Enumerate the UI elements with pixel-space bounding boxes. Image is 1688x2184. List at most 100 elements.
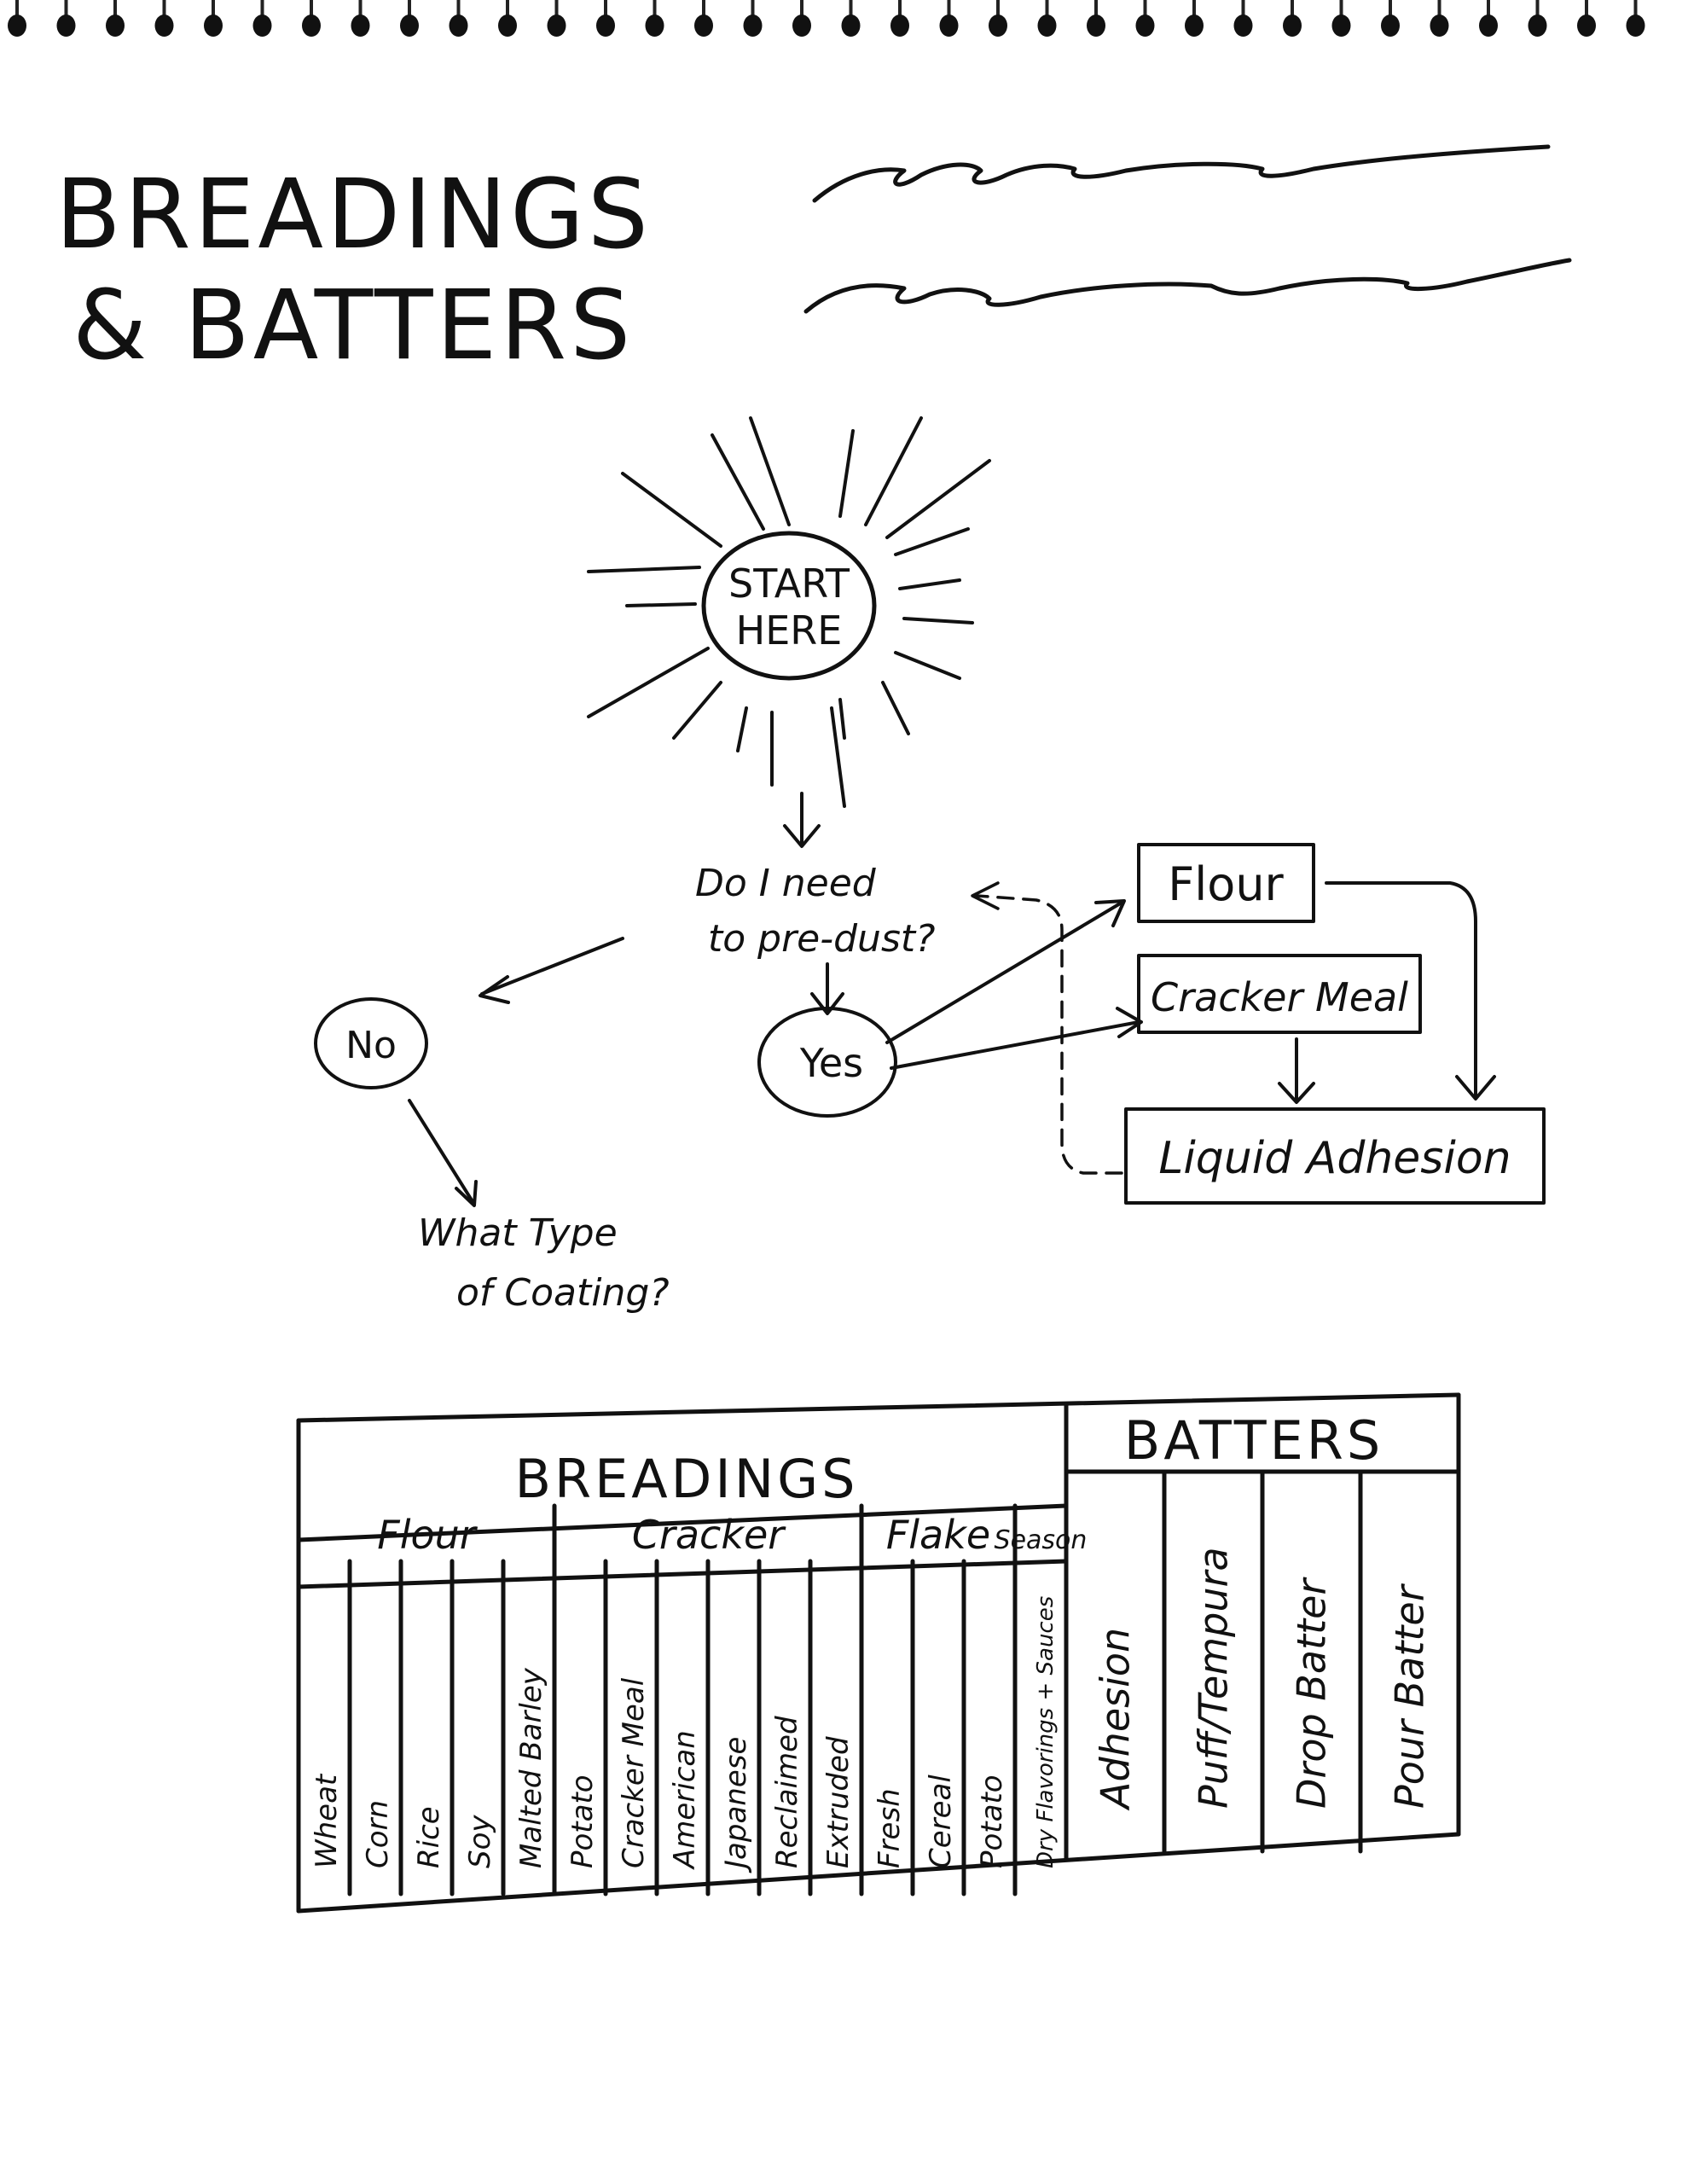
- spiral-wire: [113, 0, 117, 15]
- spiral-wire: [1291, 0, 1294, 15]
- spiral-wire: [358, 0, 363, 15]
- spiral-hole: [1479, 15, 1498, 37]
- spiral-wire: [1241, 0, 1245, 15]
- spiral-wire: [212, 0, 215, 15]
- spiral-wire: [1094, 0, 1098, 15]
- spiral-wire: [1339, 0, 1343, 15]
- column-label-potato: Potato: [975, 1774, 1009, 1868]
- spiral-hole: [1528, 15, 1547, 37]
- no-text: No: [345, 1024, 397, 1067]
- spiral-hole: [1087, 15, 1105, 37]
- spiral-hole: [596, 15, 615, 37]
- spiral-hole: [1283, 15, 1302, 37]
- spiral-wire: [947, 0, 951, 15]
- spiral-hole: [498, 15, 517, 37]
- page-title: BREADINGS & BATTERS: [55, 160, 652, 381]
- column-label-wheat: Wheat: [310, 1773, 344, 1868]
- coating-question-text-1: What Type: [418, 1211, 618, 1255]
- title-line-1: BREADINGS: [55, 160, 652, 270]
- spiral-wire: [260, 0, 264, 15]
- spiral-wire: [1389, 0, 1392, 15]
- column-label-american: American: [668, 1730, 702, 1870]
- cracker-meal-text: Cracker Meal: [1151, 974, 1408, 1020]
- start-text-2: HERE: [736, 607, 843, 653]
- arrow-yes-to-flour: [885, 899, 1126, 1044]
- spiral-wire: [604, 0, 607, 15]
- spiral-hole: [400, 15, 419, 37]
- spiral-wire: [1192, 0, 1196, 15]
- column-label-reclaimed: Reclaimed: [770, 1716, 804, 1868]
- spiral-wire: [849, 0, 853, 15]
- spiral-hole: [841, 15, 861, 37]
- squiggle-top: [812, 144, 1551, 203]
- title-line-2: & BATTERS: [73, 270, 634, 381]
- column-label-malted-barley: Malted Barley: [514, 1667, 548, 1868]
- spiral-binding: [8, 0, 1645, 37]
- spiral-hole: [1233, 15, 1253, 37]
- batters-header: BATTERS: [1124, 1409, 1383, 1472]
- spiral-wire: [456, 0, 461, 15]
- spiral-wire: [310, 0, 313, 15]
- spiral-wire: [996, 0, 1000, 15]
- spiral-hole: [1331, 15, 1351, 37]
- spiral-hole: [743, 15, 763, 37]
- arrow-question-to-no: [479, 937, 624, 1004]
- spiral-hole: [694, 15, 713, 37]
- spiral-hole: [1037, 15, 1057, 37]
- spiral-wire: [653, 0, 657, 15]
- yes-text: Yes: [799, 1040, 863, 1086]
- table-bottom-border: [296, 1832, 1461, 1914]
- spiral-wire: [408, 0, 411, 15]
- column-label-potato: Potato: [566, 1774, 600, 1868]
- spiral-hole: [154, 15, 174, 37]
- spiral-wire: [554, 0, 559, 15]
- column-label-cracker-meal: Cracker Meal: [617, 1677, 651, 1868]
- spiral-hole: [106, 15, 125, 37]
- spiral-hole: [989, 15, 1007, 37]
- spiral-wire: [64, 0, 68, 15]
- sun-rays: [587, 416, 991, 808]
- arrow-question-to-yes: [810, 962, 844, 1015]
- liquid-adhesion-box: [1124, 1107, 1546, 1205]
- spiral-hole: [547, 15, 566, 37]
- spiral-hole: [792, 15, 811, 37]
- spiral-hole: [351, 15, 370, 37]
- column-label-corn: Corn: [361, 1800, 395, 1868]
- group-label-season: Season: [995, 1525, 1088, 1555]
- spiral-hole: [302, 15, 321, 37]
- column-label-cereal: Cereal: [924, 1774, 958, 1868]
- table-grid: [296, 1392, 1461, 1914]
- column-label-dry-flavorings-sauces: Dry Flavorings + Sauces: [1033, 1596, 1059, 1868]
- spiral-hole: [204, 15, 223, 37]
- spiral-hole: [645, 15, 664, 37]
- spiral-wire: [1585, 0, 1588, 15]
- spiral-hole: [1135, 15, 1155, 37]
- cracker-meal-box: [1137, 954, 1422, 1034]
- spiral-wire: [800, 0, 803, 15]
- yes-circle: [757, 1007, 897, 1118]
- table-top-border: [296, 1392, 1461, 1423]
- decorative-squiggles: [803, 144, 1572, 314]
- spiral-hole: [890, 15, 909, 37]
- spiral-wire: [1487, 0, 1490, 15]
- column-label-adhesion: Adhesion: [1093, 1628, 1139, 1811]
- start-circle: [701, 531, 877, 681]
- spiral-hole: [1185, 15, 1204, 37]
- start-text-1: START: [728, 561, 850, 607]
- spiral-hole: [1577, 15, 1596, 37]
- spiral-hole: [1381, 15, 1400, 37]
- arrow-liquid-adhesion-back-to-question: [971, 881, 1123, 1175]
- group-label-cracker: Cracker: [632, 1512, 786, 1558]
- column-label-pour-batter: Pour Batter: [1387, 1583, 1433, 1809]
- group-label-flour: Flour: [377, 1512, 479, 1558]
- breadings-header: BREADINGS: [514, 1448, 858, 1510]
- squiggle-bottom: [803, 258, 1572, 314]
- spiral-hole: [8, 15, 26, 37]
- spiral-hole: [1626, 15, 1645, 37]
- flour-box: [1137, 843, 1315, 923]
- spiral-hole: [56, 15, 76, 37]
- arrow-yes-to-cracker-meal: [890, 1007, 1143, 1070]
- spiral-wire: [702, 0, 705, 15]
